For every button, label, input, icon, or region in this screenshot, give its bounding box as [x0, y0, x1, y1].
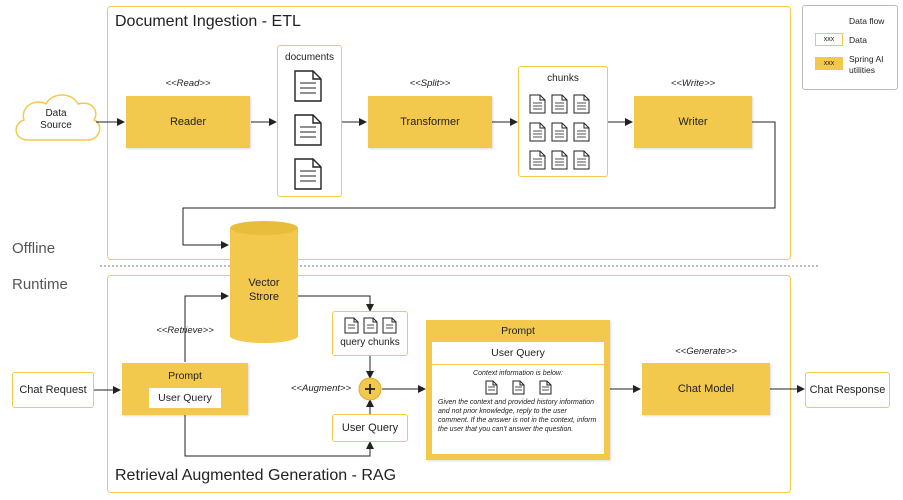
- query-chunks-box: query chunks: [332, 311, 408, 356]
- chunks-icons: [529, 94, 595, 170]
- augment-stereotype: <<Augment>>: [290, 383, 352, 394]
- document-icon: [551, 122, 568, 142]
- user-query-mid: User Query: [332, 414, 408, 442]
- user-query-right: User Query: [432, 342, 604, 365]
- legend-data-flow: Data flow: [849, 16, 885, 26]
- plus-icon: [358, 377, 382, 401]
- document-icon: [529, 94, 546, 114]
- prompt-left: Prompt User Query: [122, 363, 248, 415]
- legend-spring-ai-utilities: Spring AI utilities: [849, 54, 884, 75]
- document-icon: [293, 158, 323, 190]
- generate-stereotype: <<Generate>>: [675, 346, 737, 357]
- writer-box: Writer: [634, 96, 752, 148]
- context-info: Context information is below:: [473, 370, 563, 377]
- data-source-label: Data Source: [40, 108, 72, 131]
- document-icon: [573, 94, 590, 114]
- document-icon: [293, 114, 323, 146]
- query-chunks-icons: [344, 317, 397, 334]
- documents-label: documents: [285, 52, 334, 63]
- etl-title: Document Ingestion - ETL: [115, 13, 301, 30]
- document-icon: [573, 150, 590, 170]
- document-icon: [529, 150, 546, 170]
- chat-response-box: Chat Response: [805, 372, 890, 408]
- rag-title: Retrieval Augmented Generation - RAG: [115, 467, 397, 484]
- read-stereotype: <<Read>>: [165, 78, 211, 89]
- write-stereotype: <<Write>>: [670, 78, 716, 89]
- document-icon: [363, 317, 377, 334]
- document-icon: [529, 122, 546, 142]
- legend-data-swatch: xxx: [815, 33, 843, 46]
- prompt-left-title: Prompt: [168, 370, 202, 382]
- prompt-right-title: Prompt: [501, 325, 535, 337]
- document-icon: [344, 317, 358, 334]
- legend-data: Data: [849, 35, 867, 45]
- etl-frame: [107, 6, 791, 260]
- document-icon: [382, 317, 396, 334]
- reader-box: Reader: [126, 96, 250, 148]
- chat-request-box: Chat Request: [12, 372, 94, 408]
- chunks-label: chunks: [547, 73, 579, 84]
- split-stereotype: <<Split>>: [409, 78, 451, 89]
- prompt-instructions: Given the context and provided history i…: [438, 399, 597, 433]
- prompt-right: Prompt User Query Context information is…: [426, 320, 610, 460]
- user-query-left: User Query: [149, 388, 221, 408]
- document-icon: [551, 94, 568, 114]
- query-chunks-label: query chunks: [340, 337, 400, 348]
- document-icon: [512, 380, 524, 395]
- rag-frame: [107, 275, 791, 493]
- chat-model-box: Chat Model: [642, 363, 770, 415]
- offline-label: Offline: [12, 240, 56, 257]
- documents-icons: [293, 70, 323, 190]
- document-icon: [573, 122, 590, 142]
- runtime-label: Runtime: [12, 276, 68, 293]
- retrieve-stereotype: <<Retrieve>>: [156, 325, 214, 336]
- prompt-right-body: User Query Context information is below:…: [432, 342, 604, 454]
- document-icon: [485, 380, 497, 395]
- document-icon: [293, 70, 323, 102]
- cloud-icon: [15, 94, 101, 141]
- vector-store-label: Vector Strore: [248, 277, 280, 303]
- document-icon: [551, 150, 568, 170]
- legend-util-swatch: xxx: [815, 57, 843, 70]
- vector-store-cylinder: [230, 221, 298, 343]
- context-doc-icons: [432, 380, 604, 395]
- transformer-box: Transformer: [368, 96, 492, 148]
- legend: [802, 5, 898, 90]
- document-icon: [539, 380, 551, 395]
